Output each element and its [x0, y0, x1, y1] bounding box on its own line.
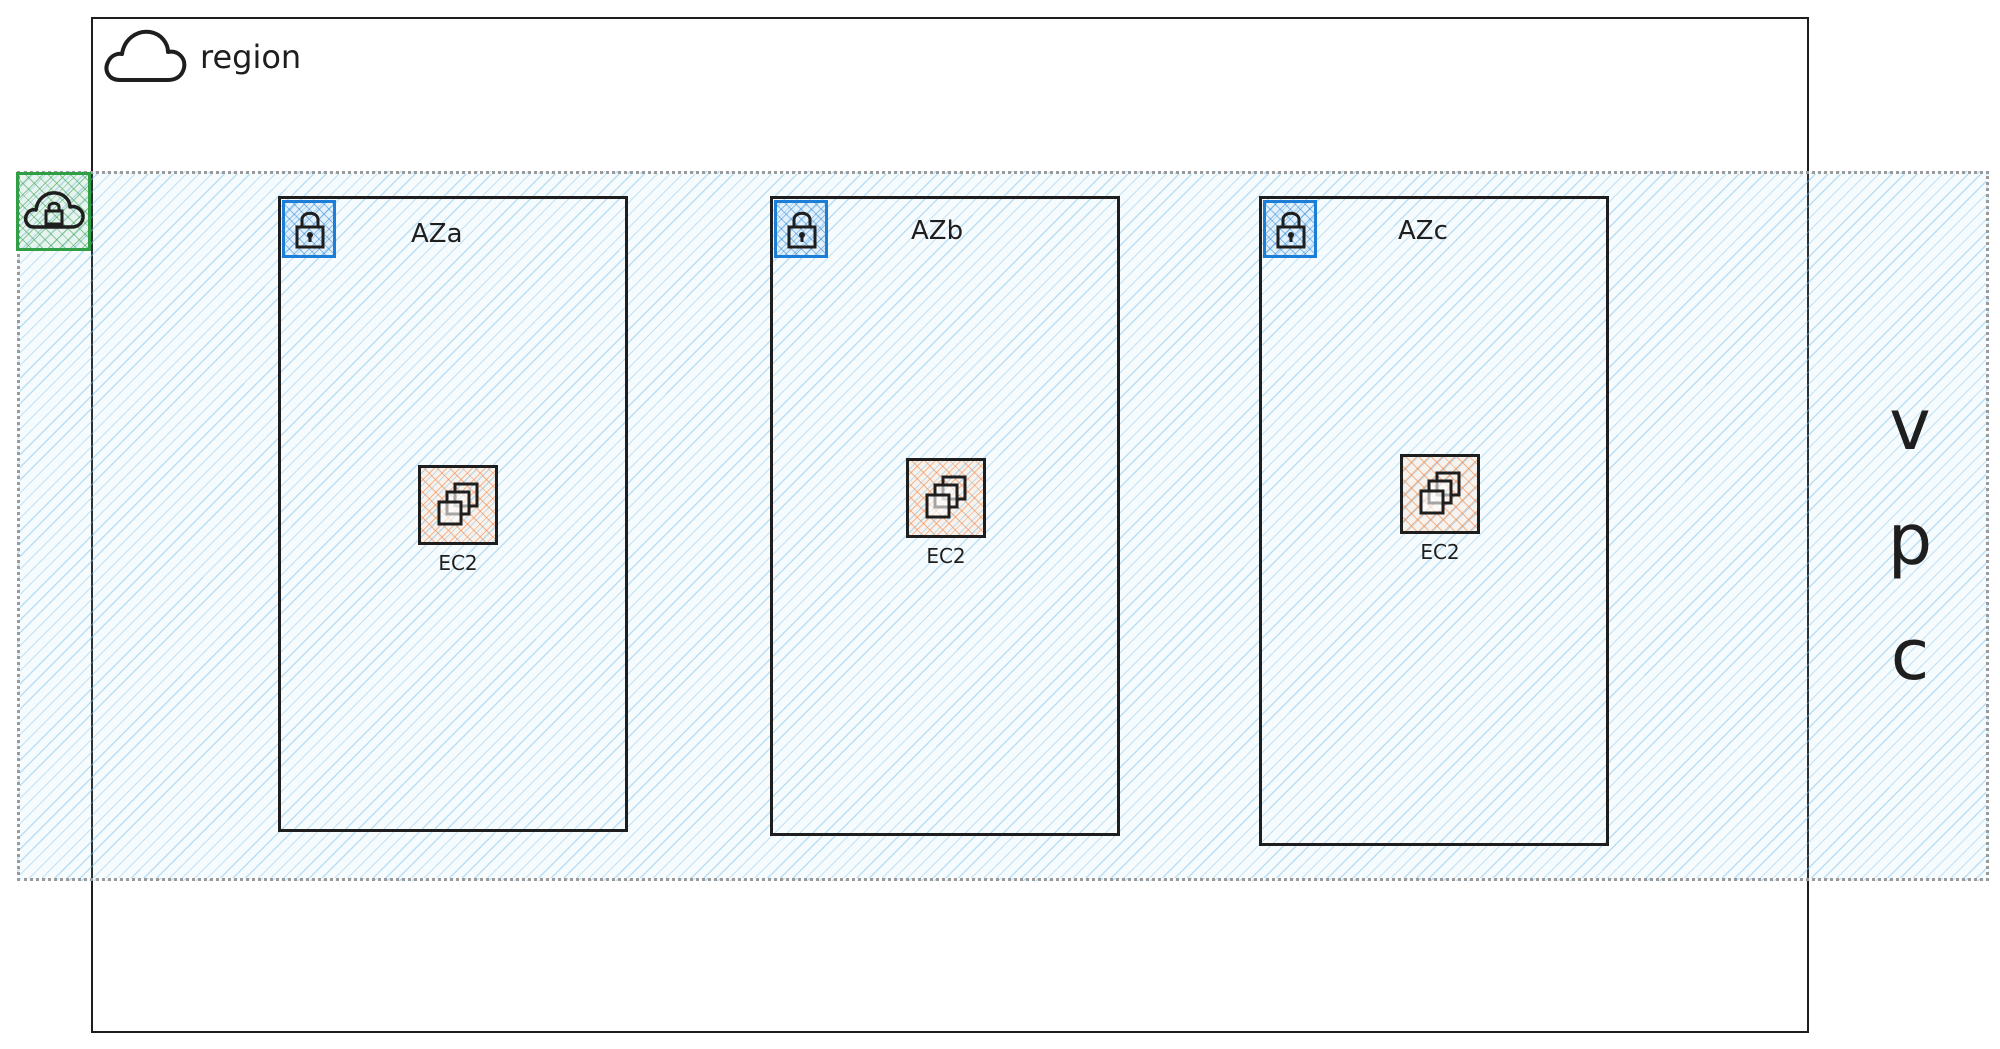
lock-icon	[295, 211, 325, 249]
lock-icon	[1276, 211, 1306, 249]
ec2-label: EC2	[438, 551, 478, 575]
ec2-instances-icon	[1419, 471, 1461, 515]
availability-zone-a: AZa EC2	[278, 196, 628, 832]
ec2-instances-icon	[925, 475, 967, 519]
lock-icon	[787, 211, 817, 249]
vpc-gateway	[16, 172, 91, 251]
availability-zone-c: AZc EC2	[1259, 196, 1609, 846]
availability-zone-b: AZb EC2	[770, 196, 1120, 836]
subnet-lock-badge	[1263, 200, 1317, 258]
az-label: AZc	[1398, 216, 1448, 246]
ec2-instance	[418, 465, 498, 545]
subnet-lock-badge	[282, 200, 336, 258]
region-label: region	[200, 38, 302, 76]
cloud-lock-icon	[23, 191, 85, 229]
subnet-lock-badge	[774, 200, 828, 258]
ec2-label: EC2	[1420, 540, 1460, 564]
vpc-container	[17, 171, 1989, 881]
az-label: AZb	[911, 216, 964, 246]
ec2-instance	[1400, 454, 1480, 534]
cloud-icon	[104, 29, 187, 82]
ec2-label: EC2	[926, 544, 966, 568]
az-label: AZa	[411, 219, 463, 249]
ec2-instance	[906, 458, 986, 538]
ec2-instances-icon	[437, 482, 479, 526]
